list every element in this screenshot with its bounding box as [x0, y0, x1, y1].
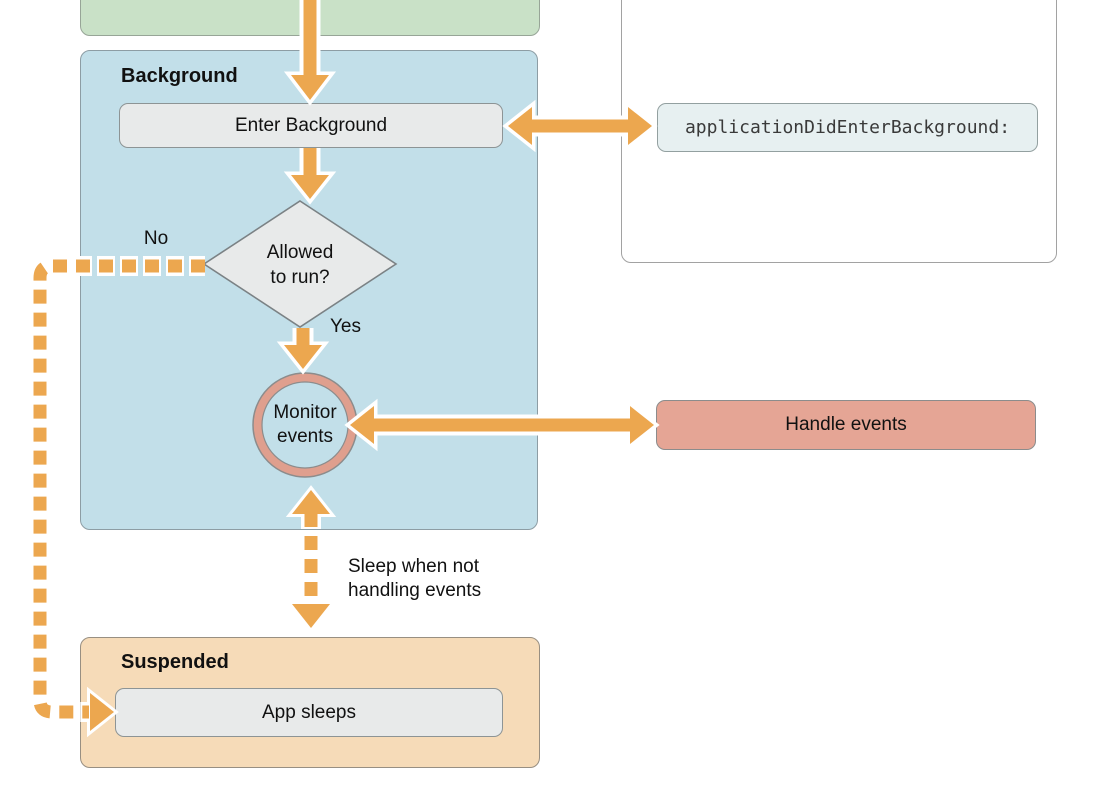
top-state-box: [80, 0, 540, 36]
app-sleeps-label: App sleeps: [261, 701, 356, 723]
handle-events-label: Handle events: [785, 414, 907, 435]
suspended-state-label: Suspended: [121, 651, 229, 673]
code-method-label: applicationDidEnterBackground:: [684, 117, 1011, 138]
app-sleeps-node: App sleeps: [115, 688, 503, 737]
edge-label-yes: Yes: [330, 316, 361, 337]
enter-background-node: Enter Background: [119, 103, 503, 148]
handle-events-node: Handle events: [656, 400, 1036, 450]
edge-label-no: No: [143, 228, 169, 249]
edge-label-sleep: Sleep when not handling events: [348, 556, 482, 601]
allowed-to-run-label: Allowed to run?: [266, 242, 334, 288]
code-method-chip: applicationDidEnterBackground:: [657, 103, 1038, 152]
enter-background-label: Enter Background: [234, 114, 388, 136]
background-state-label: Background: [121, 65, 238, 87]
monitor-events-label: Monitor events: [273, 402, 337, 447]
